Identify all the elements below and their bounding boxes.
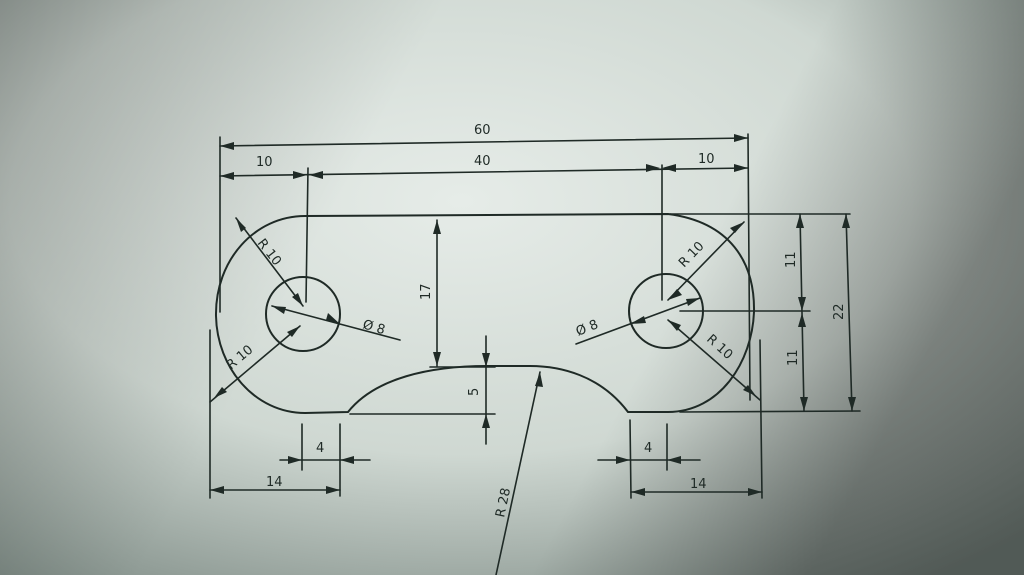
dim-upper-half-height: 11 <box>784 251 799 268</box>
dim-left-slot-width: 4 <box>316 441 324 456</box>
dim-height-to-arc: 17 <box>419 283 434 300</box>
dim-left-hole-dia: Ø 8 <box>361 317 387 338</box>
dim-right-flat-width: 14 <box>690 477 707 492</box>
dim-arc-depth: 5 <box>467 388 482 396</box>
arrowheads <box>210 134 856 496</box>
dimension-lines <box>209 137 853 575</box>
dim-lower-half-height: 11 <box>786 349 801 366</box>
part-outline <box>214 212 756 415</box>
extension-lines <box>209 133 861 499</box>
dim-overall-width: 60 <box>474 123 491 138</box>
dim-overall-height: 22 <box>832 303 847 320</box>
dim-right-offset: 10 <box>698 152 715 167</box>
dim-arc-radius: R 28 <box>493 487 514 519</box>
dim-hole-spacing: 40 <box>474 154 491 169</box>
dim-left-flat-width: 14 <box>266 475 283 490</box>
dim-right-slot-width: 4 <box>644 441 652 456</box>
left-hole <box>265 276 341 352</box>
dim-left-offset: 10 <box>256 155 273 170</box>
